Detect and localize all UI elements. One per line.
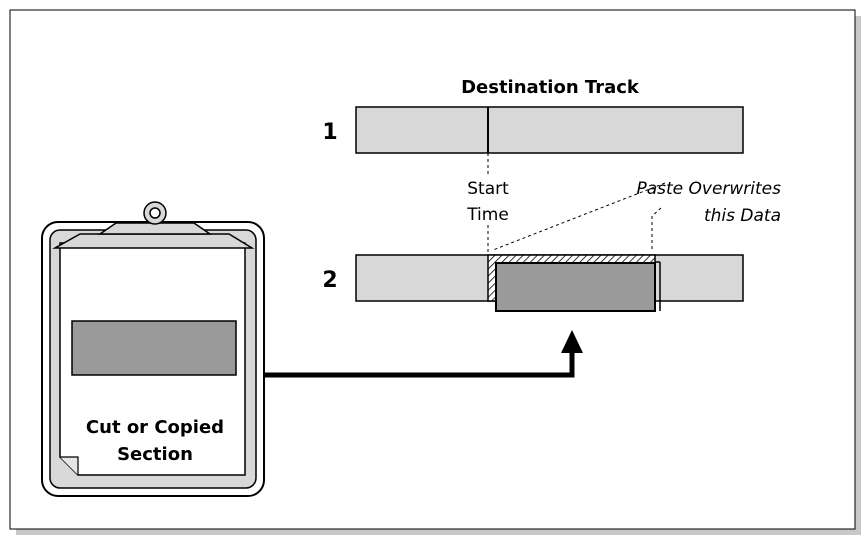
paste-arrowhead bbox=[561, 330, 583, 353]
clipboard-label-line1: Cut or Copied bbox=[86, 417, 224, 438]
track-1-bar bbox=[355, 106, 744, 154]
clipboard-clip-base bbox=[52, 233, 255, 249]
track-2-label: 2 bbox=[322, 268, 337, 293]
overwrite-pointer-left bbox=[492, 182, 666, 251]
clipboard-section bbox=[71, 320, 237, 376]
clipboard-label-line2: Section bbox=[117, 444, 193, 465]
clipboard-clip-top bbox=[97, 222, 213, 235]
destination-track-title: Destination Track bbox=[461, 77, 640, 98]
paper-corner-fold bbox=[60, 456, 79, 475]
overwrite-label-line1: Paste Overwrites bbox=[636, 179, 781, 199]
track-1-label: 1 bbox=[322, 120, 337, 145]
paste-arrow-shaft bbox=[264, 350, 575, 378]
pasted-section bbox=[495, 262, 656, 312]
overwrite-pointer-right-a bbox=[651, 207, 662, 217]
start-time-label-line2: Time bbox=[466, 205, 509, 225]
overwrite-label-line2: this Data bbox=[704, 206, 781, 226]
start-time-label-line1: Start bbox=[467, 179, 509, 199]
clipboard: Cut or Copied Section bbox=[41, 201, 265, 497]
clipboard-ring-hole bbox=[149, 207, 161, 219]
